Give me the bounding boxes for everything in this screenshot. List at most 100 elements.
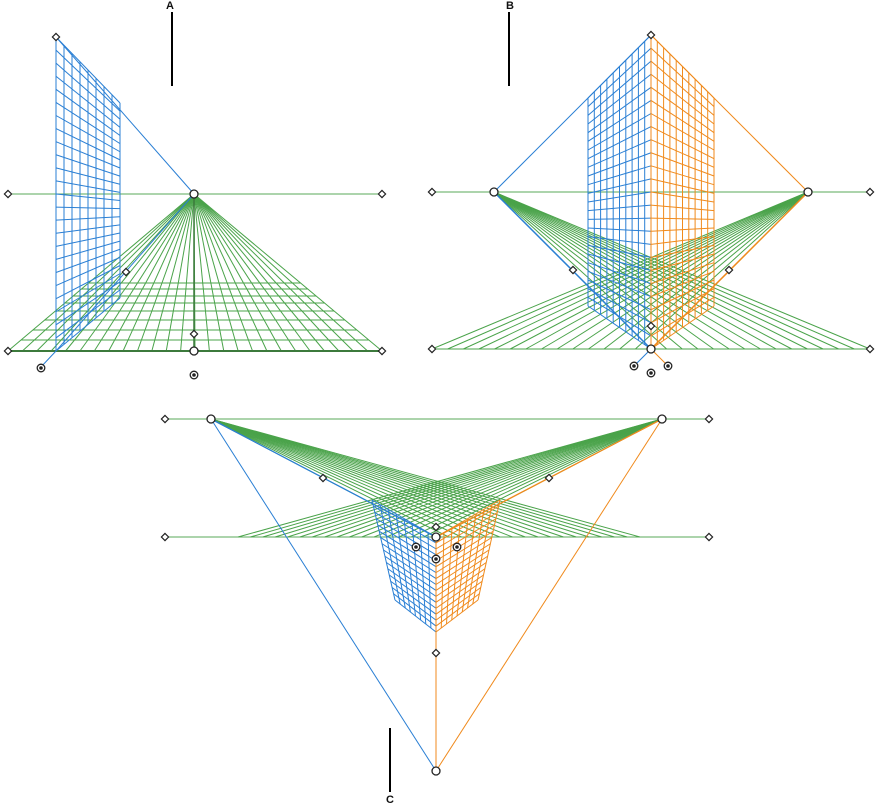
diamond-handle-icon[interactable] <box>189 329 199 339</box>
right-vanishing-point-icon[interactable] <box>657 414 667 424</box>
bottom-vanishing-point-icon[interactable] <box>431 766 441 776</box>
diamond-handle-icon[interactable] <box>431 648 441 658</box>
diamond-handle-icon[interactable] <box>544 473 554 483</box>
right-grid-line <box>650 279 715 311</box>
right-grid-line <box>650 152 715 177</box>
target-dot-center <box>39 366 43 370</box>
target-dot-center <box>649 371 653 375</box>
target-dot-center <box>434 557 438 561</box>
diamond-handle-icon[interactable] <box>431 522 441 532</box>
left-grid-line <box>587 165 652 186</box>
right-grid-edge <box>650 34 809 193</box>
left-grid-line <box>55 180 121 193</box>
left-grid-line <box>55 248 121 273</box>
left-grid-line <box>55 206 121 210</box>
grid-planes <box>7 34 871 772</box>
ground-grid-ray <box>463 191 809 350</box>
left-grid-line <box>587 244 652 258</box>
ground-grid-ray <box>210 418 449 538</box>
left-grid-line <box>55 265 121 300</box>
right-grid-line <box>650 139 715 168</box>
diamond-handle-icon[interactable] <box>318 473 328 483</box>
diamond-handle-icon[interactable] <box>724 265 734 275</box>
right-grid-line <box>435 593 480 627</box>
ground-grid-ray <box>193 193 311 352</box>
ground-grid-ray <box>509 191 809 350</box>
ground-grid-ray <box>493 191 667 350</box>
ground-grid-ray <box>193 193 254 352</box>
ground-grid-ray <box>398 418 663 538</box>
origin-point-icon[interactable] <box>431 532 441 542</box>
ground-grid-ray <box>193 193 225 352</box>
right-grid-line <box>650 270 715 298</box>
grid-widgets <box>3 30 875 776</box>
ground-grid-ray <box>79 193 195 352</box>
left-grid-line <box>391 587 437 621</box>
left-vanishing-point-icon[interactable] <box>489 187 499 197</box>
left-grid-line <box>55 193 121 201</box>
diamond-handle-icon[interactable] <box>646 30 656 40</box>
left-grid-line <box>587 227 652 232</box>
right-grid-line <box>650 262 715 285</box>
ground-grid-ray <box>210 418 602 538</box>
left-grid-line <box>55 154 121 177</box>
diamond-handle-icon[interactable] <box>121 267 131 277</box>
right-vanishing-point-icon[interactable] <box>803 187 813 197</box>
origin-point-icon[interactable] <box>189 346 199 356</box>
ground-grid-ray <box>193 193 325 352</box>
ground-grid-ray <box>210 418 628 538</box>
diamond-handle-icon[interactable] <box>427 187 437 197</box>
diamond-handle-icon[interactable] <box>646 321 656 331</box>
right-grid-line <box>435 512 498 550</box>
ground-grid-ray <box>180 193 195 352</box>
target-dot-center <box>455 545 459 549</box>
left-grid-line <box>386 562 437 597</box>
vanishing-point-icon[interactable] <box>189 189 199 199</box>
diamond-handle-icon[interactable] <box>377 189 387 199</box>
right-grid-line <box>435 555 488 591</box>
diamond-handle-icon[interactable] <box>377 346 387 356</box>
left-grid-line <box>373 505 437 544</box>
left-grid-line <box>587 139 652 168</box>
left-grid-line <box>381 543 437 579</box>
diamond-handle-icon[interactable] <box>51 32 61 42</box>
diamond-handle-icon[interactable] <box>160 532 170 542</box>
left-grid-line <box>55 232 121 247</box>
diamond-handle-icon[interactable] <box>704 414 714 424</box>
ground-grid-ray <box>411 418 663 538</box>
diamond-handle-icon[interactable] <box>865 187 875 197</box>
left-grid-line <box>587 217 652 220</box>
ground-grid-ray <box>274 418 663 538</box>
ground-grid-ray <box>361 418 663 538</box>
left-grid-edge <box>210 418 437 772</box>
left-grid-line <box>384 555 437 591</box>
left-grid-line <box>587 262 652 285</box>
diamond-handle-icon[interactable] <box>3 189 13 199</box>
left-grid-line <box>55 88 121 136</box>
left-grid-line <box>390 580 437 615</box>
ground-grid-ray <box>193 193 268 352</box>
diamond-handle-icon[interactable] <box>427 344 437 354</box>
diamond-handle-icon[interactable] <box>3 346 13 356</box>
right-grid-line <box>435 518 497 556</box>
diamond-handle-icon[interactable] <box>865 344 875 354</box>
ground-grid-ray <box>193 193 239 352</box>
right-grid-line <box>435 568 486 603</box>
diamond-handle-icon[interactable] <box>704 532 714 542</box>
origin-point-icon[interactable] <box>646 344 656 354</box>
left-grid-line <box>394 599 437 633</box>
right-grid-line <box>435 549 490 585</box>
left-grid-line <box>374 512 437 550</box>
ground-grid-ray <box>151 193 195 352</box>
left-grid-line <box>393 593 437 627</box>
left-vanishing-point-icon[interactable] <box>206 414 216 424</box>
diamond-handle-icon[interactable] <box>568 265 578 275</box>
ground-grid-ray <box>193 193 368 352</box>
right-grid-line <box>435 543 491 579</box>
right-grid-line <box>435 562 487 597</box>
diamond-handle-icon[interactable] <box>160 414 170 424</box>
right-grid-line <box>435 587 482 621</box>
right-grid-line <box>435 574 484 609</box>
right-grid-line <box>650 99 715 142</box>
